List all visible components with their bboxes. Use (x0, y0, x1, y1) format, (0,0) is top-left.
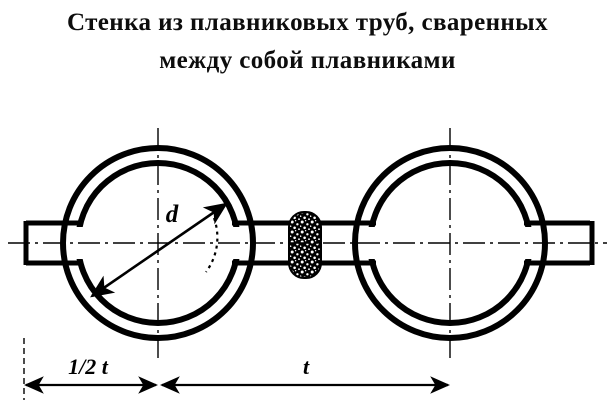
centerline-icon (8, 128, 607, 358)
figure-title-line-2: между собой плавниками (159, 47, 456, 74)
dimension-half-pitch-label: 1/2 t (68, 354, 109, 379)
dimension-lines: 1/2 t t (23, 338, 450, 400)
fin-tube-junction-edges (70, 220, 538, 266)
figure-title: Стенка из плавниковых труб, сваренных ме… (0, 4, 615, 80)
diameter-sweep-arc (205, 217, 219, 273)
dimension-pitch-label: t (303, 354, 310, 379)
diameter-label: d (166, 201, 179, 228)
weld-bead-icon (288, 211, 322, 279)
double-arrow-icon (90, 202, 228, 298)
figure-title-line-1: Стенка из плавниковых труб, сваренных (67, 9, 548, 36)
diameter-callout: d (90, 201, 228, 298)
